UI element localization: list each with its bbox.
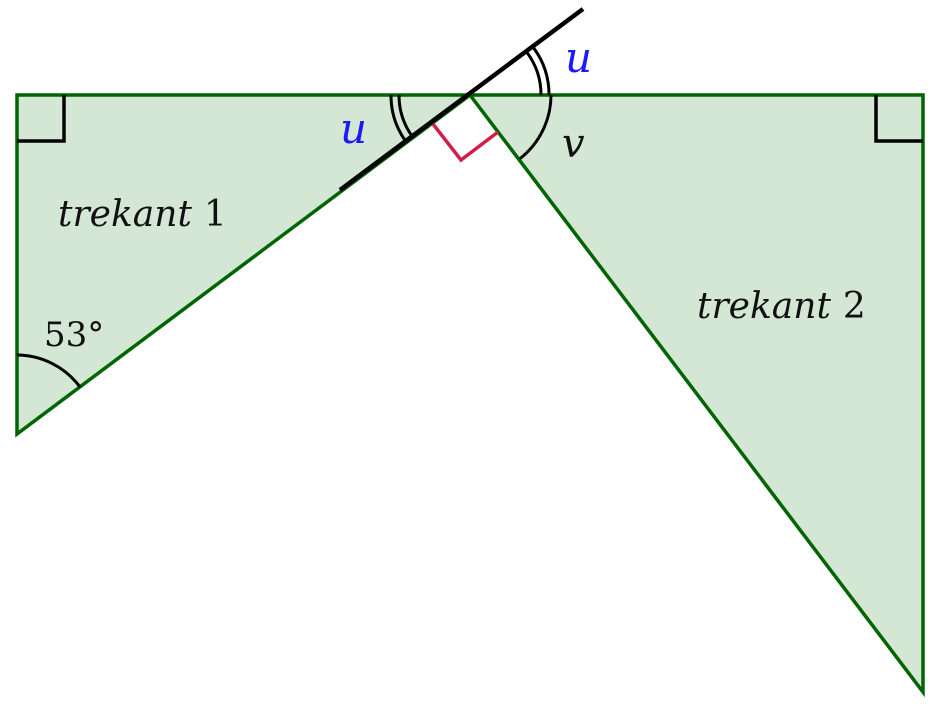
triangle-2 — [466, 93, 925, 698]
angle-u-right-arc-inner — [525, 51, 543, 96]
angle-v-label: v — [562, 121, 585, 167]
angle-u-left-arc-inner — [397, 94, 415, 139]
angle-53-arc — [16, 353, 82, 388]
black-line — [338, 7, 585, 192]
angle-u-left-label: u — [340, 104, 367, 153]
angle-53-label: 53° — [44, 315, 104, 355]
angle-v-arc — [519, 94, 553, 160]
angle-u-right-label: u — [565, 33, 592, 82]
angle-u-left-arc-outer — [389, 94, 408, 144]
right-angle-mark-left — [17, 95, 66, 143]
angle-u-right-arc-outer — [532, 46, 551, 96]
perpendicular-mark — [431, 122, 500, 163]
right-angle-mark-right — [874, 95, 923, 143]
